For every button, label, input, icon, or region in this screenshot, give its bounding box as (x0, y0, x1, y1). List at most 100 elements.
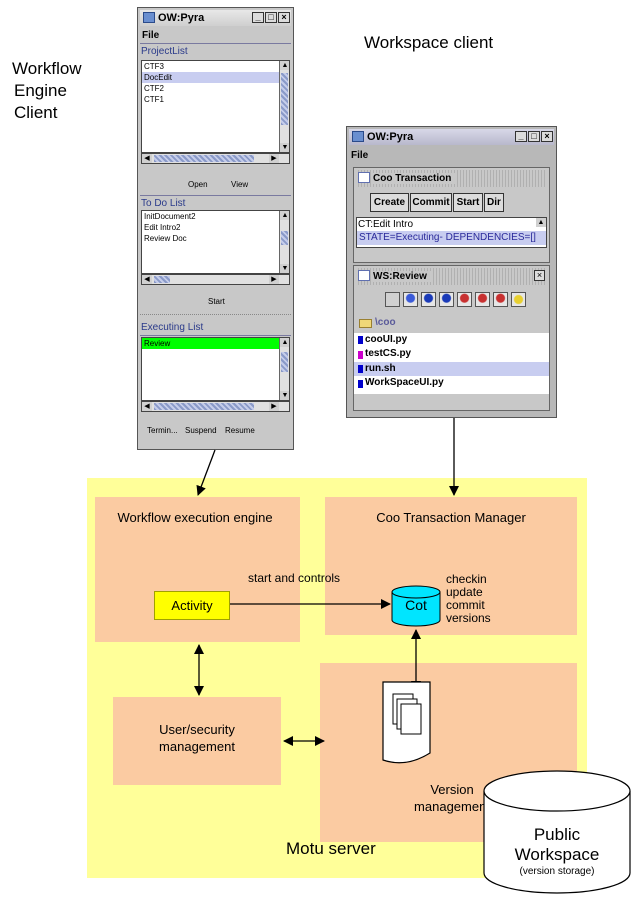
vertical-scrollbar[interactable]: ▲ ▼ (279, 61, 289, 152)
scroll-thumb[interactable] (154, 403, 254, 410)
scroll-up-icon[interactable]: ▲ (280, 338, 289, 347)
view-button[interactable]: View (231, 180, 249, 189)
commit-button[interactable]: Commit (410, 193, 452, 212)
todo-list[interactable]: InitDocument2 Edit Intro2 Review Doc ▲ ▼ (141, 210, 290, 274)
suspend-button[interactable]: Suspend (185, 426, 217, 435)
public-workspace-title: Public (533, 825, 581, 844)
list-item-executing[interactable]: Review (142, 338, 289, 349)
scroll-down-icon[interactable]: ▼ (280, 391, 289, 400)
motu-server-label: Motu server (286, 839, 376, 858)
scroll-up-icon[interactable]: ▲ (280, 61, 289, 70)
workflow-client-caption: Workflow Engine Client (12, 58, 122, 124)
folder-path[interactable]: \coo (375, 317, 396, 328)
create-button[interactable]: Create (370, 193, 409, 212)
up-folder-icon[interactable] (385, 292, 400, 307)
window-title: OW:Pyra (367, 131, 414, 143)
project-list[interactable]: CTF3 DocEdit CTF2 CTF1 ▲ ▼ (141, 60, 290, 153)
scroll-thumb[interactable] (281, 73, 288, 125)
open-button[interactable]: Open (188, 180, 208, 189)
list-item[interactable]: CTF1 (144, 95, 164, 104)
scroll-thumb[interactable] (281, 352, 288, 372)
dir-button[interactable]: Dir (484, 193, 504, 212)
coo-manager-label: Coo Transaction Manager (376, 510, 526, 525)
cot-op: versions (446, 611, 491, 625)
note-icon[interactable] (511, 292, 526, 307)
maximize-icon[interactable]: □ (265, 12, 277, 23)
divider (140, 195, 291, 196)
menu-file[interactable]: File (351, 150, 369, 161)
scroll-right-icon[interactable]: ▶ (269, 275, 279, 284)
cot-op: update (446, 585, 483, 599)
resume-button[interactable]: Resume (225, 426, 255, 435)
vertical-scrollbar[interactable]: ▲ ▼ (279, 211, 289, 273)
project-list-heading: ProjectList (141, 46, 188, 57)
scroll-thumb[interactable] (281, 231, 288, 245)
panel-title: WS:Review (373, 271, 431, 282)
close-icon[interactable]: × (278, 12, 290, 23)
cot-op: commit (446, 598, 485, 612)
coo-manager-box: Coo Transaction Manager (325, 497, 577, 635)
scroll-left-icon[interactable]: ◀ (142, 275, 152, 284)
horizontal-scrollbar[interactable]: ◀ ▶ (141, 153, 290, 164)
list-item[interactable]: CTF2 (144, 84, 164, 93)
version-management-label: Version management (414, 782, 490, 814)
minimize-icon[interactable]: _ (515, 131, 527, 142)
scroll-down-icon[interactable]: ▼ (280, 143, 289, 152)
scroll-up-icon[interactable]: ▲ (536, 218, 546, 227)
checkin-icon[interactable] (421, 292, 436, 307)
refresh-icon[interactable] (475, 292, 490, 307)
menu-file[interactable]: File (142, 30, 160, 41)
horizontal-scrollbar[interactable]: ◀ ▶ (141, 274, 290, 285)
cot-operations: checkin update commit versions (446, 573, 491, 625)
scroll-right-icon[interactable]: ▶ (269, 154, 279, 163)
window-title: OW:Pyra (158, 12, 205, 24)
start-button[interactable]: Start (208, 297, 225, 306)
client-to-engine-arrow (196, 449, 216, 496)
list-item[interactable]: CTF3 (144, 62, 164, 71)
folder-icon (359, 319, 372, 328)
file-item[interactable]: WorkSpaceUI.py (365, 377, 444, 388)
panel-close-icon[interactable]: × (534, 270, 545, 281)
file-item-selected[interactable]: run.sh (365, 363, 396, 374)
panel-window-icon (358, 172, 370, 183)
history-icon[interactable] (493, 292, 508, 307)
file-icon (358, 336, 363, 344)
horizontal-scrollbar[interactable]: ◀ ▶ (141, 401, 290, 412)
public-workspace-label: Public Workspace (version storage) (494, 825, 620, 878)
close-icon[interactable]: × (541, 131, 553, 142)
file-icon (358, 365, 363, 373)
workspace-client-window: OW:Pyra _ □ × File Coo Transaction Creat… (346, 126, 557, 418)
start-and-controls-label: start and controls (248, 571, 341, 585)
scroll-thumb[interactable] (154, 155, 254, 162)
file-item[interactable]: cooUI.py (365, 334, 408, 345)
scroll-down-icon[interactable]: ▼ (280, 264, 289, 273)
list-item[interactable]: Edit Intro2 (144, 223, 181, 232)
scroll-left-icon[interactable]: ◀ (142, 154, 152, 163)
scroll-thumb[interactable] (154, 276, 170, 283)
list-item[interactable]: Review Doc (144, 234, 187, 243)
file-item[interactable]: testCS.py (365, 348, 412, 359)
scroll-left-icon[interactable]: ◀ (142, 402, 152, 411)
file-icon (358, 380, 363, 388)
maximize-icon[interactable]: □ (528, 131, 540, 142)
workflow-client-line: Engine (14, 81, 67, 100)
minimize-icon[interactable]: _ (252, 12, 264, 23)
terminate-button[interactable]: Termin... (147, 426, 178, 435)
scroll-right-icon[interactable]: ▶ (269, 402, 279, 411)
list-item-selected[interactable]: DocEdit (142, 72, 289, 83)
update-icon[interactable] (439, 292, 454, 307)
public-workspace-subtitle: (version storage) (519, 866, 595, 877)
checkout-icon[interactable] (403, 292, 418, 307)
app-icon (143, 12, 155, 23)
transaction-name: CT:Edit Intro (358, 219, 414, 230)
start-button[interactable]: Start (453, 193, 483, 212)
executing-list[interactable]: Review ▲ ▼ (141, 337, 290, 401)
activity-box: Activity (154, 591, 230, 620)
file-list[interactable]: cooUI.py testCS.py run.sh WorkSpaceUI.py (354, 333, 549, 394)
list-item[interactable]: InitDocument2 (144, 212, 196, 221)
ws-panel: WS:Review × \coo cooUI.py testCS.py run.… (353, 265, 550, 411)
vertical-scrollbar[interactable]: ▲ ▼ (279, 338, 289, 400)
document-stack-icon (382, 681, 431, 764)
commit-icon[interactable] (457, 292, 472, 307)
scroll-up-icon[interactable]: ▲ (280, 211, 289, 220)
